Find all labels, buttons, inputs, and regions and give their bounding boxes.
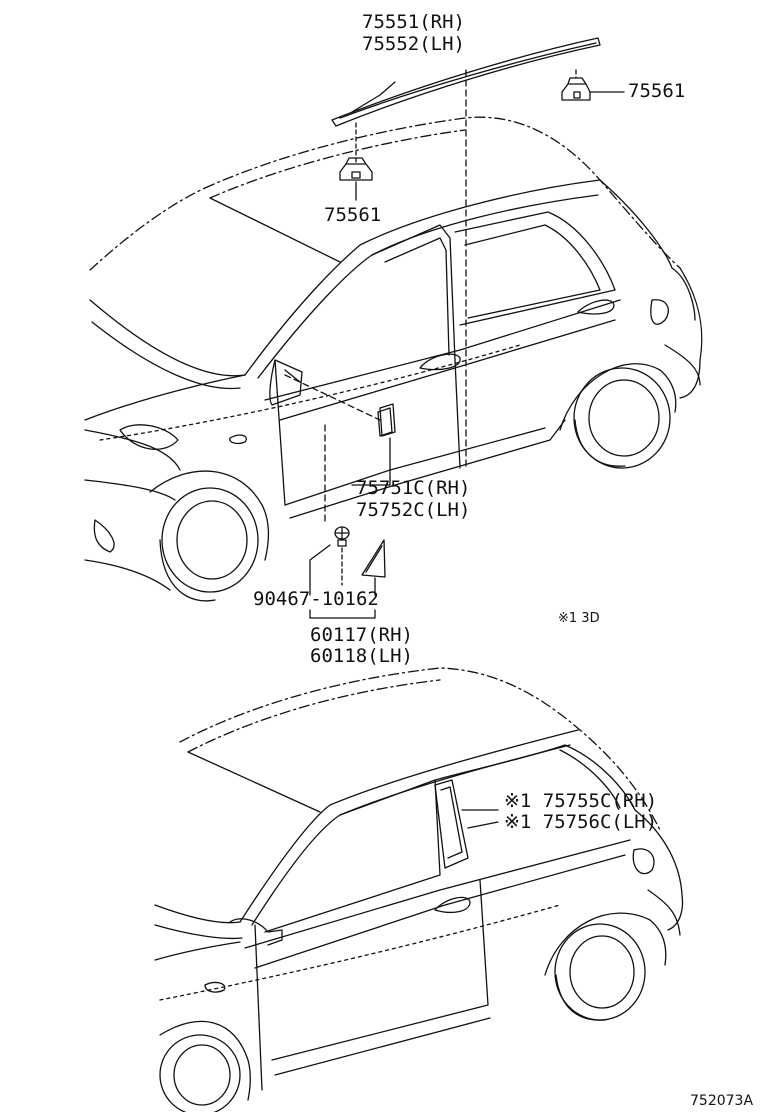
top-car-body [84,116,703,602]
part-label-75552: 75552(LH) [362,33,465,55]
roof-molding-part [331,37,601,127]
bottom-leader-lines [461,809,499,829]
part-label-75752c: 75752C(LH) [356,499,471,521]
part-label-75561-right: 75561 [628,80,686,102]
part-label-75756c: ※1 75756C(LH) [504,811,658,833]
top-leader-lines [284,69,625,619]
pillar-garnish-part [434,779,469,869]
part-label-75751c: 75751C(RH) [356,477,471,499]
part-label-90467-10162: 90467-10162 [253,588,379,610]
part-label-60117: 60117(RH) [310,624,413,646]
part-label-75561-left: 75561 [324,204,382,226]
bottom-car-body [154,667,684,1112]
part-label-75755c: ※1 75755C(RH) [504,790,658,812]
triangle-cover-part [361,539,386,578]
clip-part-right [561,77,591,101]
part-label-75551: 75551(RH) [362,11,465,33]
note-3d: ※1 3D [558,611,600,626]
emblem-part [379,403,396,437]
part-label-60118: 60118(LH) [310,645,413,667]
figure-reference: 752073A [690,1093,754,1109]
screw-part [334,526,350,547]
